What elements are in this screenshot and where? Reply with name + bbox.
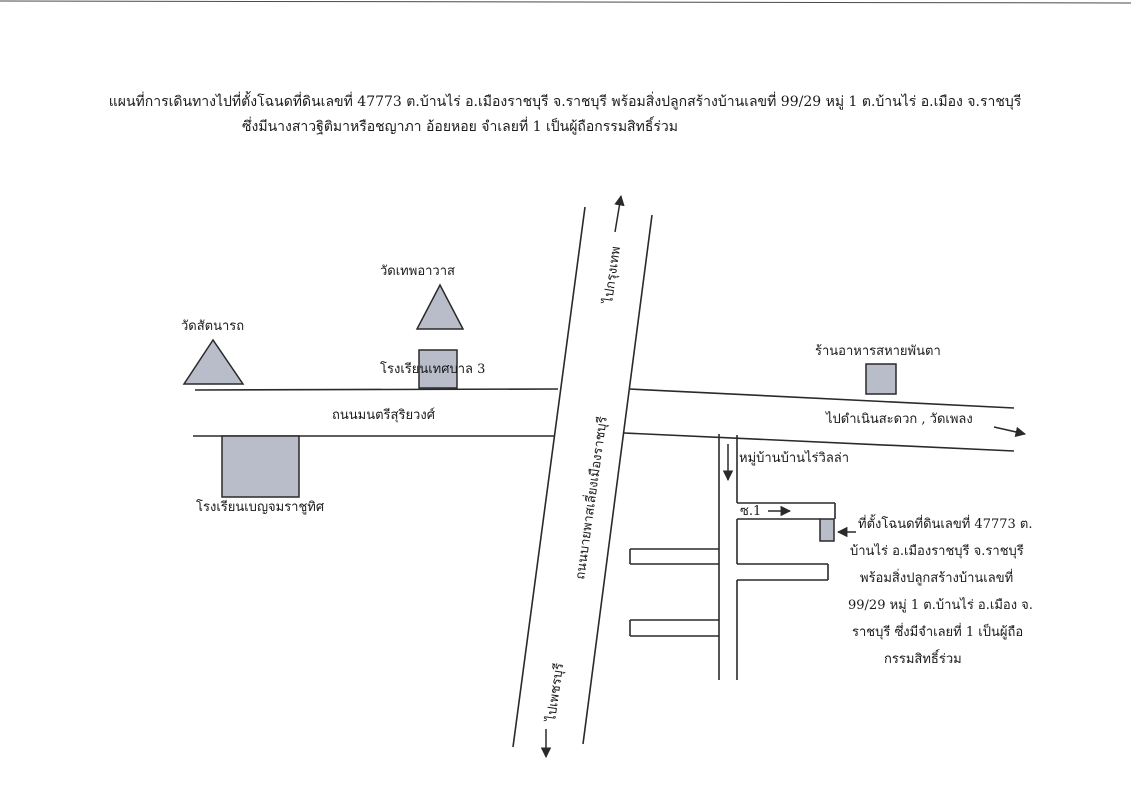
label-wat-satanarot: วัดสัตนารถ: [181, 319, 244, 334]
site-note-line6: กรรมสิทธิ์ร่วม: [884, 649, 962, 667]
site-parcel-marker: [819, 518, 835, 542]
label-to-phetchaburi: ไปเพชรบุรี: [543, 662, 567, 724]
label-road-bypass: ถนนบายพาสเลี่ยงเมืองราชบุรี: [571, 415, 611, 580]
road-bypass-east: [582, 214, 653, 745]
label-wat-thep-awat: วัดเทพอาวาส: [380, 264, 455, 279]
site-note-line1: ที่ตั้งโฉนดที่ดินเลขที่ 47773 ต.: [858, 514, 1032, 532]
road-bypass-west: [512, 206, 586, 748]
arrow-to-damnoen: [993, 426, 1027, 438]
site-note-line3: พร้อมสิ่งปลูกสร้างบ้านเลขที่: [860, 569, 1013, 586]
temple-satanarot-icon: [182, 338, 245, 385]
temple-thep-awat-icon: [415, 283, 465, 330]
restaurant-icon: [865, 363, 897, 395]
scan-top-edge: [0, 0, 1131, 4]
label-to-bangkok: ไปกรุงเทพ: [600, 245, 624, 305]
label-school-benchama: โรงเรียนเบญจมราชูทิศ: [196, 499, 325, 515]
site-note-line4: 99/29 หมู่ 1 ต.บ้านไร่ อ.เมือง จ.: [848, 597, 1033, 613]
site-note-line2: บ้านไร่ อ.เมืองราชบุรี จ.ราชบุรี: [850, 543, 1024, 559]
label-to-damnoen: ไปดำเนินสะดวก , วัดเพลง: [825, 411, 973, 427]
arrow-to-bangkok: [614, 194, 625, 233]
map-title-line1: แผนที่การเดินทางไปที่ตั้งโฉนดที่ดินเลขที…: [109, 91, 1022, 110]
site-note-line5: ราชบุรี ซึ่งมีจำเลยที่ 1 เป็นผู้ถือ: [852, 622, 1023, 640]
label-soi1: ซ.1: [740, 504, 761, 519]
road-montri-top-west: [194, 388, 559, 391]
road-east-bottom: [623, 432, 1015, 452]
road-east-top: [628, 388, 1015, 409]
label-village: หมู่บ้านบ้านไร่วิลล่า: [739, 450, 849, 466]
label-school-thesaban3: โรงเรียนเทศบาล 3: [380, 361, 485, 377]
school-benchama-icon: [221, 435, 300, 498]
school-thesaban3-icon: [418, 349, 458, 389]
label-road-montri: ถนนมนตรีสุริยวงศ์: [332, 407, 436, 423]
label-restaurant: ร้านอาหารสหายพันตา: [815, 344, 941, 359]
map-title-line2: ซึ่งมีนางสาวฐิติมาหรือชญาภา อ้อยหอย จำเล…: [242, 116, 678, 135]
